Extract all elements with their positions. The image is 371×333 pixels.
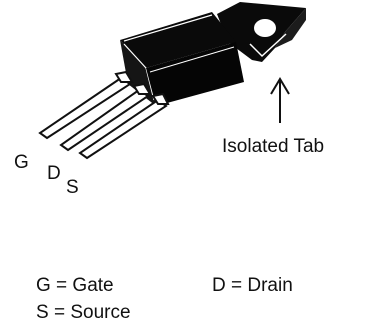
legend-drain: D = Drain	[212, 275, 293, 296]
tab-pointer-arrow	[270, 77, 290, 123]
pin-leads	[38, 76, 168, 160]
drain-pin-label: D	[47, 163, 61, 184]
source-pin-label: S	[66, 177, 79, 198]
gate-pin-label: G	[14, 152, 29, 173]
legend-gate: G = Gate	[36, 275, 114, 296]
isolated-tab-label: Isolated Tab	[222, 136, 325, 157]
tab-hole	[254, 19, 276, 37]
legend-source: S = Source	[36, 302, 131, 323]
isolated-tab-shape	[217, 2, 306, 62]
